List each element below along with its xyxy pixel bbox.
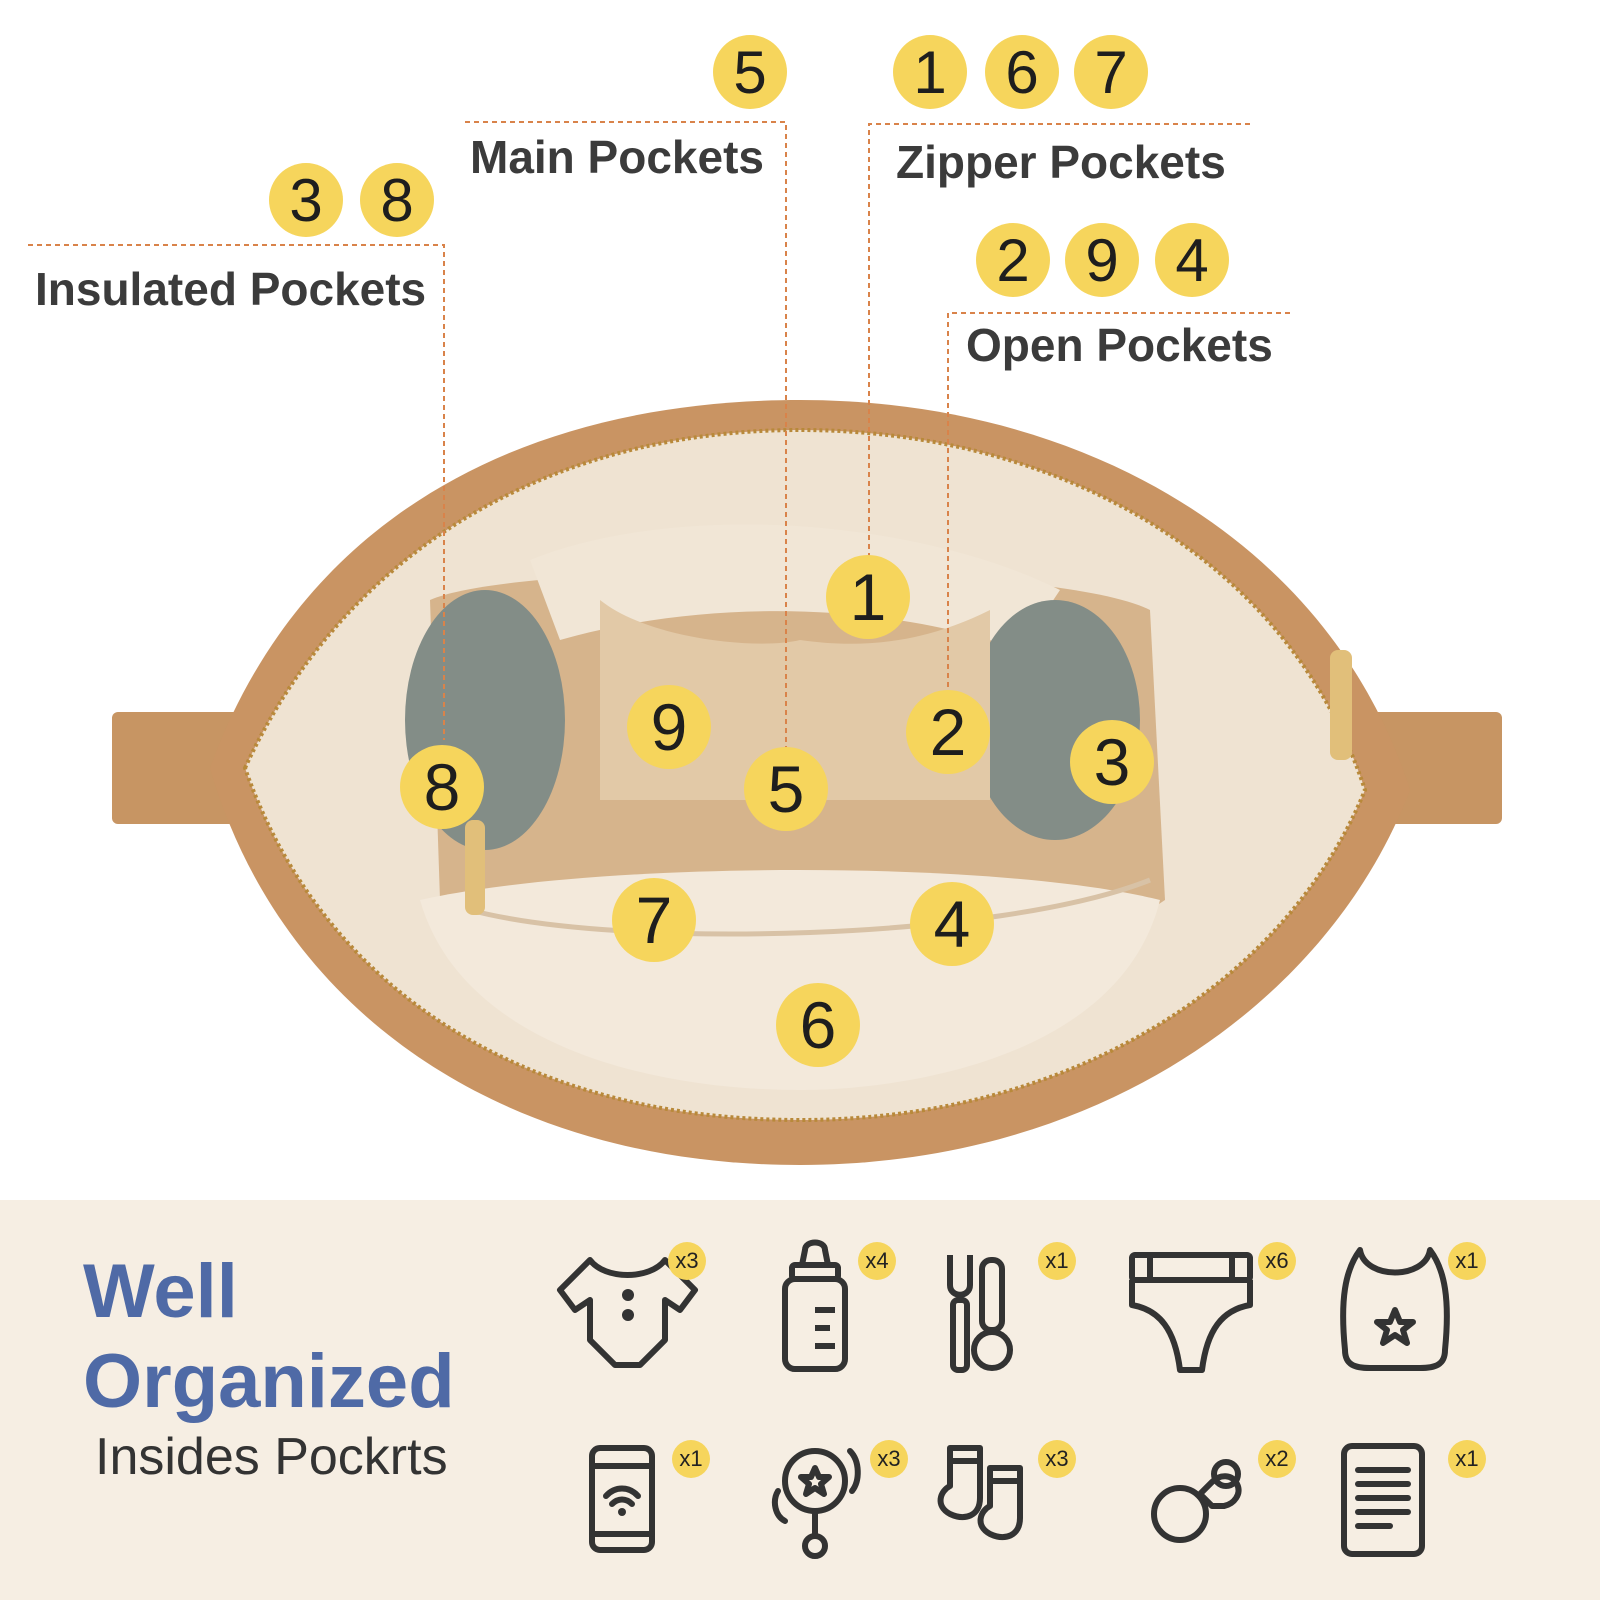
label-main-pockets: Main Pockets xyxy=(470,131,764,183)
item-count-tablet: x1 xyxy=(1448,1440,1486,1478)
item-count-pacifier: x2 xyxy=(1258,1440,1296,1478)
main-zipper xyxy=(242,427,1368,1123)
onesie-icon xyxy=(557,1257,698,1368)
label-zipper-pockets: Zipper Pockets xyxy=(896,136,1226,188)
inner-zipper-line xyxy=(469,877,1151,937)
item-bib: x1 xyxy=(1330,1230,1490,1380)
zipper-pull-right xyxy=(1330,650,1352,760)
pocket-marker-2: 2 xyxy=(906,690,990,774)
socks-icon xyxy=(937,1445,1023,1540)
item-count-onesie: x3 xyxy=(668,1242,706,1280)
spoon-fork-icon xyxy=(947,1255,1013,1373)
item-count-diaper: x6 xyxy=(1258,1242,1296,1280)
leader-zipper xyxy=(868,123,1250,570)
badge-open-2: 9 xyxy=(1065,223,1139,297)
label-insulated-pockets: Insulated Pockets xyxy=(35,263,427,315)
leader-insulated xyxy=(28,244,445,740)
left-strap xyxy=(112,712,244,824)
badge-main-1: 5 xyxy=(713,35,787,109)
summary-title-line2: Organized xyxy=(83,1339,455,1424)
bib-icon xyxy=(1340,1247,1450,1371)
item-spoon-fork: x1 xyxy=(920,1230,1080,1380)
pocket-marker-9: 9 xyxy=(627,685,711,769)
item-tablet: x1 xyxy=(1330,1436,1490,1586)
pocket-marker-4: 4 xyxy=(910,882,994,966)
pocket-marker-3: 3 xyxy=(1070,720,1154,804)
diaper-icon xyxy=(1129,1252,1253,1373)
badge-zipper-1: 1 xyxy=(893,35,967,109)
label-open-pockets: Open Pockets xyxy=(966,319,1273,371)
pocket-marker-6: 6 xyxy=(776,983,860,1067)
item-count-rattle: x3 xyxy=(870,1440,908,1478)
badge-zipper-3: 7 xyxy=(1074,35,1148,109)
leader-lines xyxy=(28,121,1290,760)
item-rattle: x3 xyxy=(760,1436,920,1586)
badge-insulated-2: 8 xyxy=(360,163,434,237)
badge-insulated-1: 3 xyxy=(269,163,343,237)
item-onesie: x3 xyxy=(550,1230,710,1380)
item-socks: x3 xyxy=(930,1436,1090,1586)
pocket-marker-5: 5 xyxy=(744,747,828,831)
item-phone: x1 xyxy=(560,1436,720,1586)
zipper-pull-left xyxy=(465,820,485,915)
badge-open-3: 4 xyxy=(1155,223,1229,297)
item-baby-bottle: x4 xyxy=(740,1230,900,1380)
rattle-icon xyxy=(771,1448,861,1559)
item-count-socks: x3 xyxy=(1038,1440,1076,1478)
summary-title-line1: Well xyxy=(83,1249,238,1334)
pocket-marker-1: 1 xyxy=(826,555,910,639)
item-count-bib: x1 xyxy=(1448,1242,1486,1280)
item-count-baby-bottle: x4 xyxy=(858,1242,896,1280)
item-count-phone: x1 xyxy=(672,1440,710,1478)
front-zipper-pocket xyxy=(530,524,1060,650)
badge-zipper-2: 6 xyxy=(985,35,1059,109)
summary-subtitle: Insides Pockrts xyxy=(95,1428,448,1486)
pocket-marker-7: 7 xyxy=(612,878,696,962)
pacifier-icon xyxy=(1151,1459,1242,1543)
item-count-spoon-fork: x1 xyxy=(1038,1242,1076,1280)
tablet-icon xyxy=(1341,1443,1425,1557)
pocket-marker-8: 8 xyxy=(400,745,484,829)
baby-bottle-icon xyxy=(782,1239,848,1372)
badge-open-1: 2 xyxy=(976,223,1050,297)
summary-panel: Well Organized Insides Pockrts x3 xyxy=(0,1200,1600,1600)
item-diaper: x6 xyxy=(1120,1230,1296,1380)
leader-open xyxy=(947,312,1290,700)
phone-icon xyxy=(589,1445,655,1553)
item-pacifier: x2 xyxy=(1140,1436,1300,1586)
